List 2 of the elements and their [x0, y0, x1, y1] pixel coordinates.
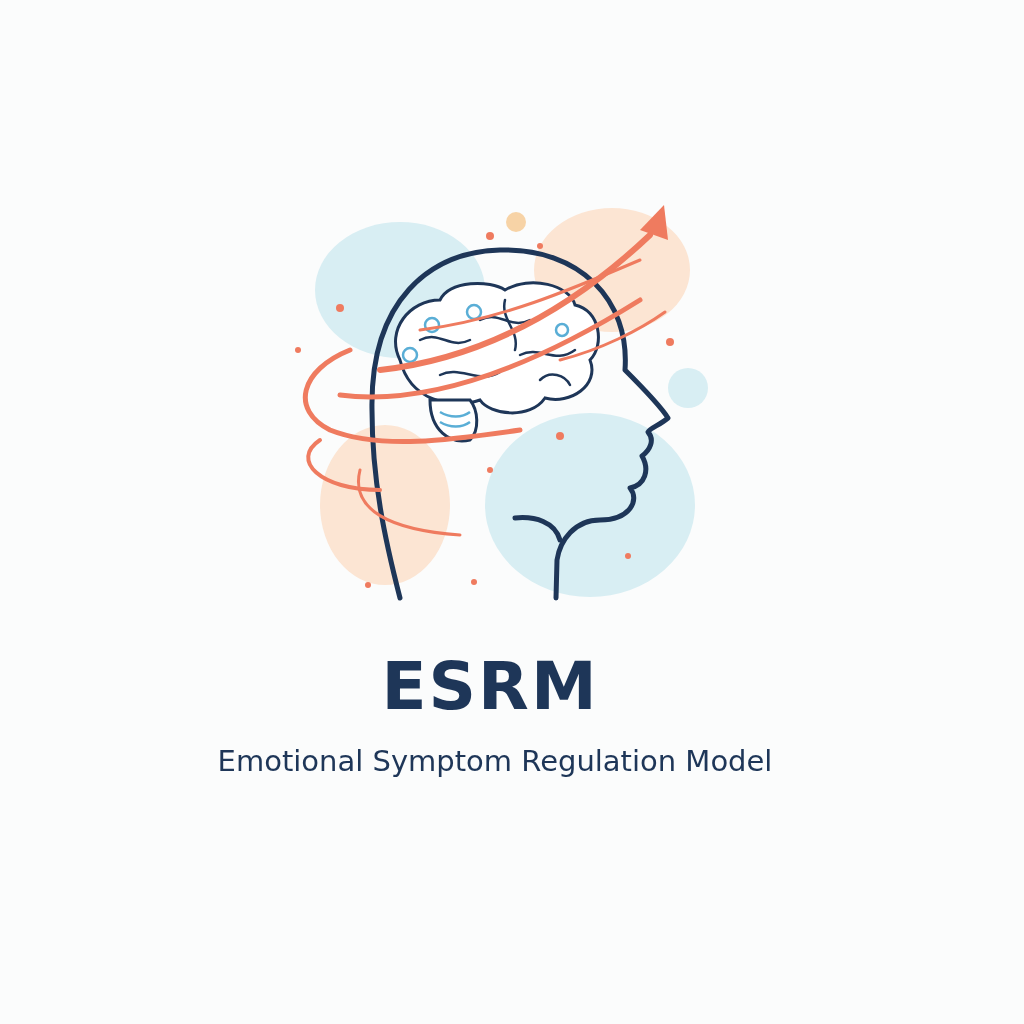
subtitle: Emotional Symptom Regulation Model — [216, 744, 774, 778]
title: ESRM — [380, 648, 600, 725]
